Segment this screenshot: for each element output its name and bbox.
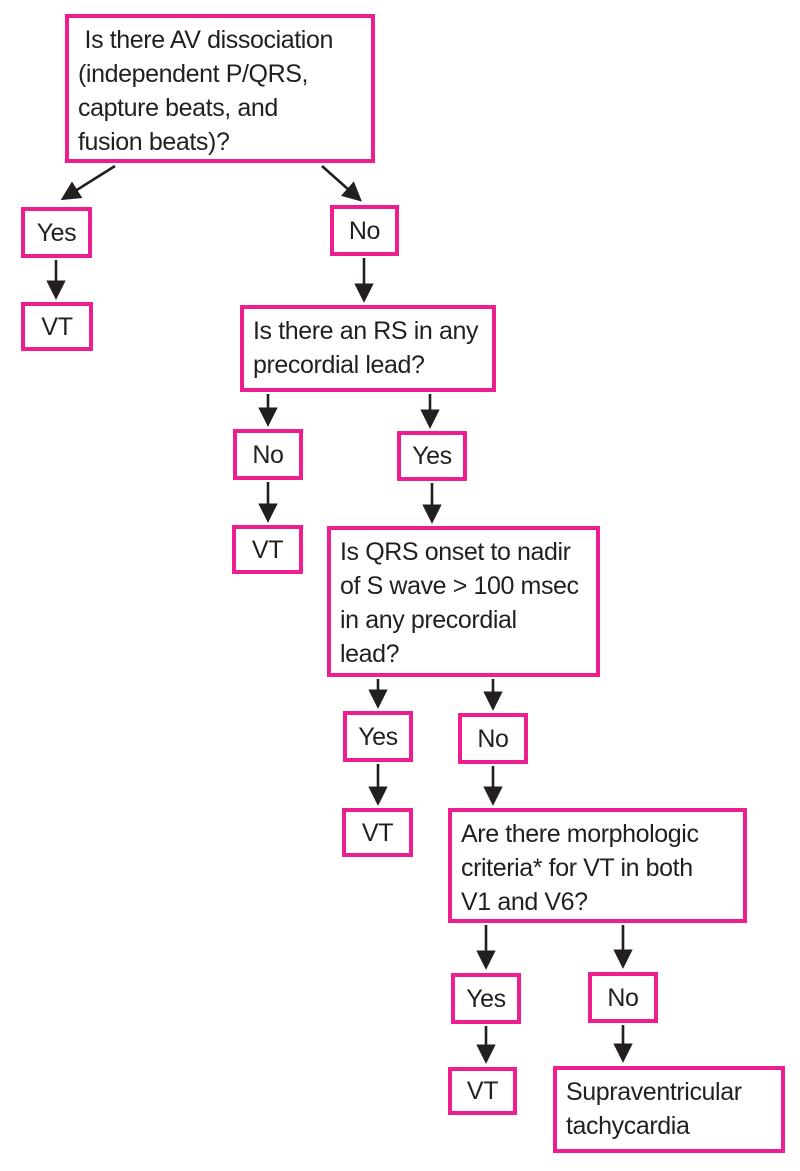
node-answer-no-4: No	[588, 972, 658, 1023]
node-question-morphologic-criteria: Are there morphologic criteria* for VT i…	[448, 808, 747, 923]
node-answer-yes-4: Yes	[451, 973, 521, 1024]
node-answer-no-1: No	[330, 205, 399, 256]
node-outcome-vt-1: VT	[21, 302, 93, 351]
node-answer-yes-2: Yes	[397, 431, 467, 481]
node-outcome-vt-2: VT	[232, 525, 303, 574]
arrow-q1-yes1	[60, 164, 116, 201]
node-outcome-vt-3: VT	[342, 808, 413, 857]
node-question-av-dissociation: Is there AV dissociation (independent P/…	[65, 14, 375, 163]
node-answer-no-2: No	[233, 429, 303, 480]
node-outcome-supraventricular-tachycardia: Supraventricular tachycardia	[553, 1066, 785, 1153]
arrow-q1-no1	[321, 165, 362, 202]
node-question-rs-precordial: Is there an RS in any precordial lead?	[240, 305, 496, 392]
node-outcome-vt-4: VT	[448, 1067, 517, 1115]
node-answer-no-3: No	[458, 713, 528, 764]
node-answer-yes-3: Yes	[343, 711, 413, 762]
node-question-qrs-nadir: Is QRS onset to nadir of S wave > 100 ms…	[327, 526, 600, 677]
node-answer-yes-1: Yes	[21, 207, 92, 258]
